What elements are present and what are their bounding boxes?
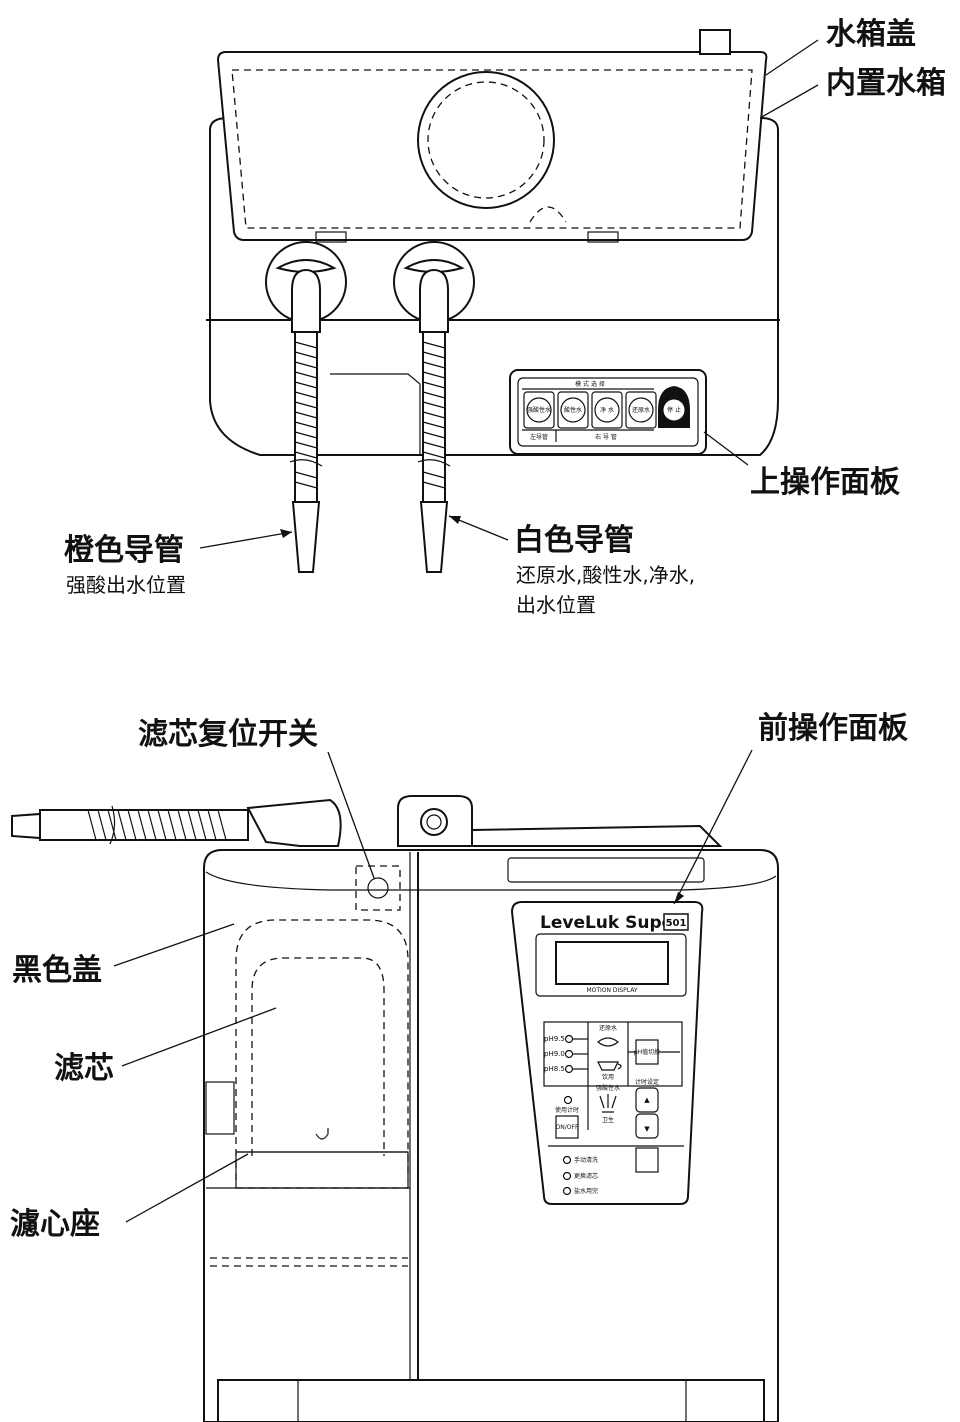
- ph-level-3: pH8.5: [544, 1065, 565, 1073]
- ph-indicator-3: [564, 1064, 574, 1074]
- svg-text:ON/OFF: ON/OFF: [556, 1124, 579, 1131]
- svg-text:停 止: 停 止: [667, 406, 681, 414]
- svg-text:强酸性水: 强酸性水: [527, 406, 551, 414]
- replace-filter-indicator: [562, 1171, 572, 1181]
- label-inner-tank: 内置水箱: [826, 66, 946, 101]
- panel-header: 模 式 选 择: [575, 380, 605, 388]
- manual-clean-button[interactable]: [635, 1147, 659, 1173]
- timer-down-button[interactable]: ▼: [635, 1113, 659, 1139]
- svg-text:净 水: 净 水: [600, 406, 614, 414]
- mode-button-alkaline[interactable]: 还原水: [625, 391, 657, 429]
- front-control-panel: LeveLuk Super 501 MOTION DISPLAY pH9.5 p…: [510, 901, 704, 1205]
- mode-button-acid[interactable]: 酸性水: [557, 391, 589, 429]
- mug-icon: [597, 1061, 622, 1071]
- label-filter: 滤芯: [54, 1051, 114, 1086]
- alkaline-water-label: 还原水: [599, 1024, 617, 1032]
- display-caption: MOTION DISPLAY: [586, 987, 637, 994]
- label-orange-tube-desc: 强酸出水位置: [66, 573, 186, 597]
- on-off-button[interactable]: ON/OFF: [555, 1115, 579, 1139]
- left-tube-footer: 左导管: [530, 433, 548, 441]
- cup-icon: [597, 1037, 619, 1047]
- usage-timer-label: 使用计时: [555, 1106, 579, 1114]
- label-tank-lid: 水箱盖: [826, 17, 916, 52]
- label-white-tube-desc-2: 出水位置: [516, 593, 596, 617]
- salt-water-indicator: [562, 1186, 572, 1196]
- label-upper-panel: 上操作面板: [750, 465, 900, 500]
- mode-button-strong-acid[interactable]: 强酸性水: [523, 391, 555, 429]
- indicator-manual-clean: 手动清洗: [574, 1156, 598, 1164]
- usage-timer-indicator: [563, 1095, 573, 1105]
- svg-text:酸性水: 酸性水: [564, 406, 582, 414]
- sanitize-label: 卫生: [602, 1116, 614, 1124]
- front-view-leaders: [113, 749, 753, 1223]
- drink-label: 饮用: [602, 1073, 614, 1081]
- label-filter-reset-switch: 滤芯复位开关: [138, 717, 318, 752]
- right-tube-footer: 右 导 管: [595, 433, 617, 441]
- upper-control-panel: 模 式 选 择 强酸性水 酸性水 净 水 还原水 停 止: [509, 369, 707, 455]
- label-orange-tube: 橙色导管: [64, 533, 184, 568]
- ph-level-1: pH9.5: [544, 1035, 565, 1043]
- label-white-tube: 白色导管: [514, 523, 634, 558]
- svg-text:pH值切换: pH值切换: [634, 1048, 660, 1056]
- mode-button-purified[interactable]: 净 水: [591, 391, 623, 429]
- top-view-machine: [206, 29, 780, 573]
- label-front-panel: 前操作面板: [758, 711, 908, 746]
- label-white-tube-desc-1: 还原水,酸性水,净水,: [516, 563, 695, 587]
- model-badge: 501: [666, 918, 687, 929]
- down-arrow-icon: ▼: [644, 1125, 650, 1133]
- ph-indicator-2: [564, 1049, 574, 1059]
- label-filter-seat: 濾心座: [10, 1207, 100, 1242]
- top-view-leaders: [199, 39, 819, 549]
- brand-logo: LeveLuk Super: [540, 913, 682, 933]
- ph-indicator-1: [564, 1034, 574, 1044]
- up-arrow-icon: ▲: [644, 1096, 650, 1104]
- svg-text:还原水: 还原水: [632, 406, 650, 414]
- timer-up-button[interactable]: ▲: [635, 1087, 659, 1113]
- stop-button[interactable]: 停 止: [658, 386, 690, 428]
- ph-level-2: pH9.0: [544, 1050, 565, 1058]
- sanitize-icon: [599, 1094, 617, 1113]
- indicator-replace-filter: 更换滤芯: [574, 1172, 598, 1180]
- indicator-salt-out: 盐水用完: [574, 1187, 598, 1195]
- label-black-cover: 黑色盖: [12, 953, 102, 988]
- manual-clean-indicator: [562, 1155, 572, 1165]
- strong-acid-label: 强酸性水: [596, 1084, 620, 1092]
- timer-setting-label: 计时设定: [635, 1078, 659, 1086]
